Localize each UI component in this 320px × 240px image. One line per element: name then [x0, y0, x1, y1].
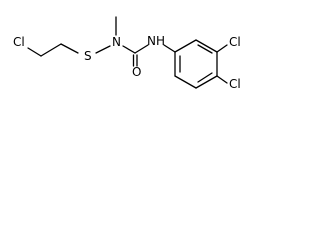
atom-cl-ring-top: Cl — [229, 35, 241, 49]
bond-nh-ring — [163, 44, 176, 53]
bond-carbonyl-nh — [134, 44, 149, 54]
ring-bond-4 — [195, 75, 218, 89]
bond-c1-c2 — [40, 43, 62, 57]
ring-bond-5 — [174, 75, 197, 89]
ring-bond-1 — [174, 39, 197, 53]
bond-n-carbonyl — [122, 45, 136, 54]
atom-cl-left: Cl — [13, 35, 25, 49]
atom-nitrogen-h: NH — [147, 34, 165, 48]
ring-double-1 — [197, 44, 213, 54]
bond-s-n — [95, 45, 111, 54]
bond-ring-cl-top — [216, 44, 228, 53]
bond-cl-c1 — [27, 47, 42, 57]
atom-sulfur: S — [84, 49, 92, 63]
ring-double-2 — [197, 72, 213, 83]
atom-oxygen: O — [132, 65, 141, 79]
atom-nitrogen-methyl: N — [112, 35, 121, 49]
bond-c2-s — [60, 43, 79, 54]
bond-ring-cl-bottom — [216, 75, 228, 84]
atom-cl-ring-bottom: Cl — [229, 77, 241, 91]
ring-bond-2 — [195, 39, 218, 53]
chemical-structure: Cl S N NH O Cl Cl — [13, 16, 241, 91]
